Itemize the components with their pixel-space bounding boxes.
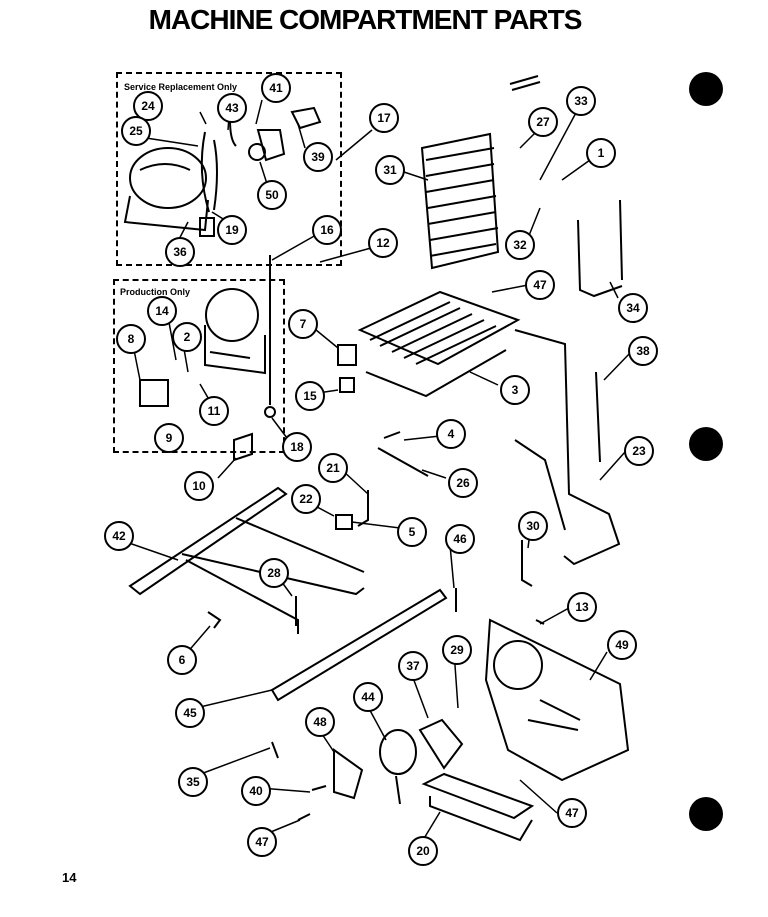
callout-17: 17 <box>369 103 399 133</box>
callout-35: 35 <box>178 767 208 797</box>
production-only-box <box>113 279 285 453</box>
callout-43: 43 <box>217 93 247 123</box>
callout-22: 22 <box>291 484 321 514</box>
callout-47-a: 47 <box>525 270 555 300</box>
compressor-production <box>204 288 266 375</box>
callout-44: 44 <box>353 682 383 712</box>
callout-45: 45 <box>175 698 205 728</box>
callout-29: 29 <box>442 635 472 665</box>
callout-42: 42 <box>104 521 134 551</box>
callout-4: 4 <box>436 419 466 449</box>
callout-8: 8 <box>116 324 146 354</box>
callout-10: 10 <box>184 471 214 501</box>
callout-18: 18 <box>282 432 312 462</box>
callout-37: 37 <box>398 651 428 681</box>
callout-15: 15 <box>295 381 325 411</box>
callout-50: 50 <box>257 180 287 210</box>
callout-31: 31 <box>375 155 405 185</box>
callout-7: 7 <box>288 309 318 339</box>
callout-28: 28 <box>259 558 289 588</box>
callout-23: 23 <box>624 436 654 466</box>
service-replacement-box <box>116 72 342 266</box>
callout-19: 19 <box>217 215 247 245</box>
service-replacement-label: Service Replacement Only <box>124 82 238 92</box>
callout-12: 12 <box>368 228 398 258</box>
binder-hole-top <box>689 72 723 106</box>
callout-49: 49 <box>607 630 637 660</box>
callout-21: 21 <box>318 453 348 483</box>
callout-26: 26 <box>448 468 478 498</box>
callout-39: 39 <box>303 142 333 172</box>
callout-41: 41 <box>261 73 291 103</box>
callout-46: 46 <box>445 524 475 554</box>
compressor-service <box>123 147 209 232</box>
callout-48: 48 <box>305 707 335 737</box>
callout-13: 13 <box>567 592 597 622</box>
callout-3: 3 <box>500 375 530 405</box>
callout-40: 40 <box>241 776 271 806</box>
callout-25: 25 <box>121 116 151 146</box>
callout-30: 30 <box>518 511 548 541</box>
callout-9: 9 <box>154 423 184 453</box>
binder-hole-bottom <box>689 797 723 831</box>
callout-32: 32 <box>505 230 535 260</box>
callout-20: 20 <box>408 836 438 866</box>
callout-5: 5 <box>397 517 427 547</box>
callout-2: 2 <box>172 322 202 352</box>
callout-1: 1 <box>586 138 616 168</box>
callout-33: 33 <box>566 86 596 116</box>
callout-11: 11 <box>199 396 229 426</box>
callout-38: 38 <box>628 336 658 366</box>
callout-34: 34 <box>618 293 648 323</box>
callout-27: 27 <box>528 107 558 137</box>
callout-36: 36 <box>165 237 195 267</box>
callout-16: 16 <box>312 215 342 245</box>
callout-6: 6 <box>167 645 197 675</box>
callout-47-c: 47 <box>557 798 587 828</box>
page-title: MACHINE COMPARTMENT PARTS <box>148 4 583 35</box>
callout-14: 14 <box>147 296 177 326</box>
callout-47-b: 47 <box>247 827 277 857</box>
page-number: 14 <box>62 870 77 885</box>
binder-hole-middle <box>689 427 723 461</box>
production-only-label: Production Only <box>120 287 191 297</box>
